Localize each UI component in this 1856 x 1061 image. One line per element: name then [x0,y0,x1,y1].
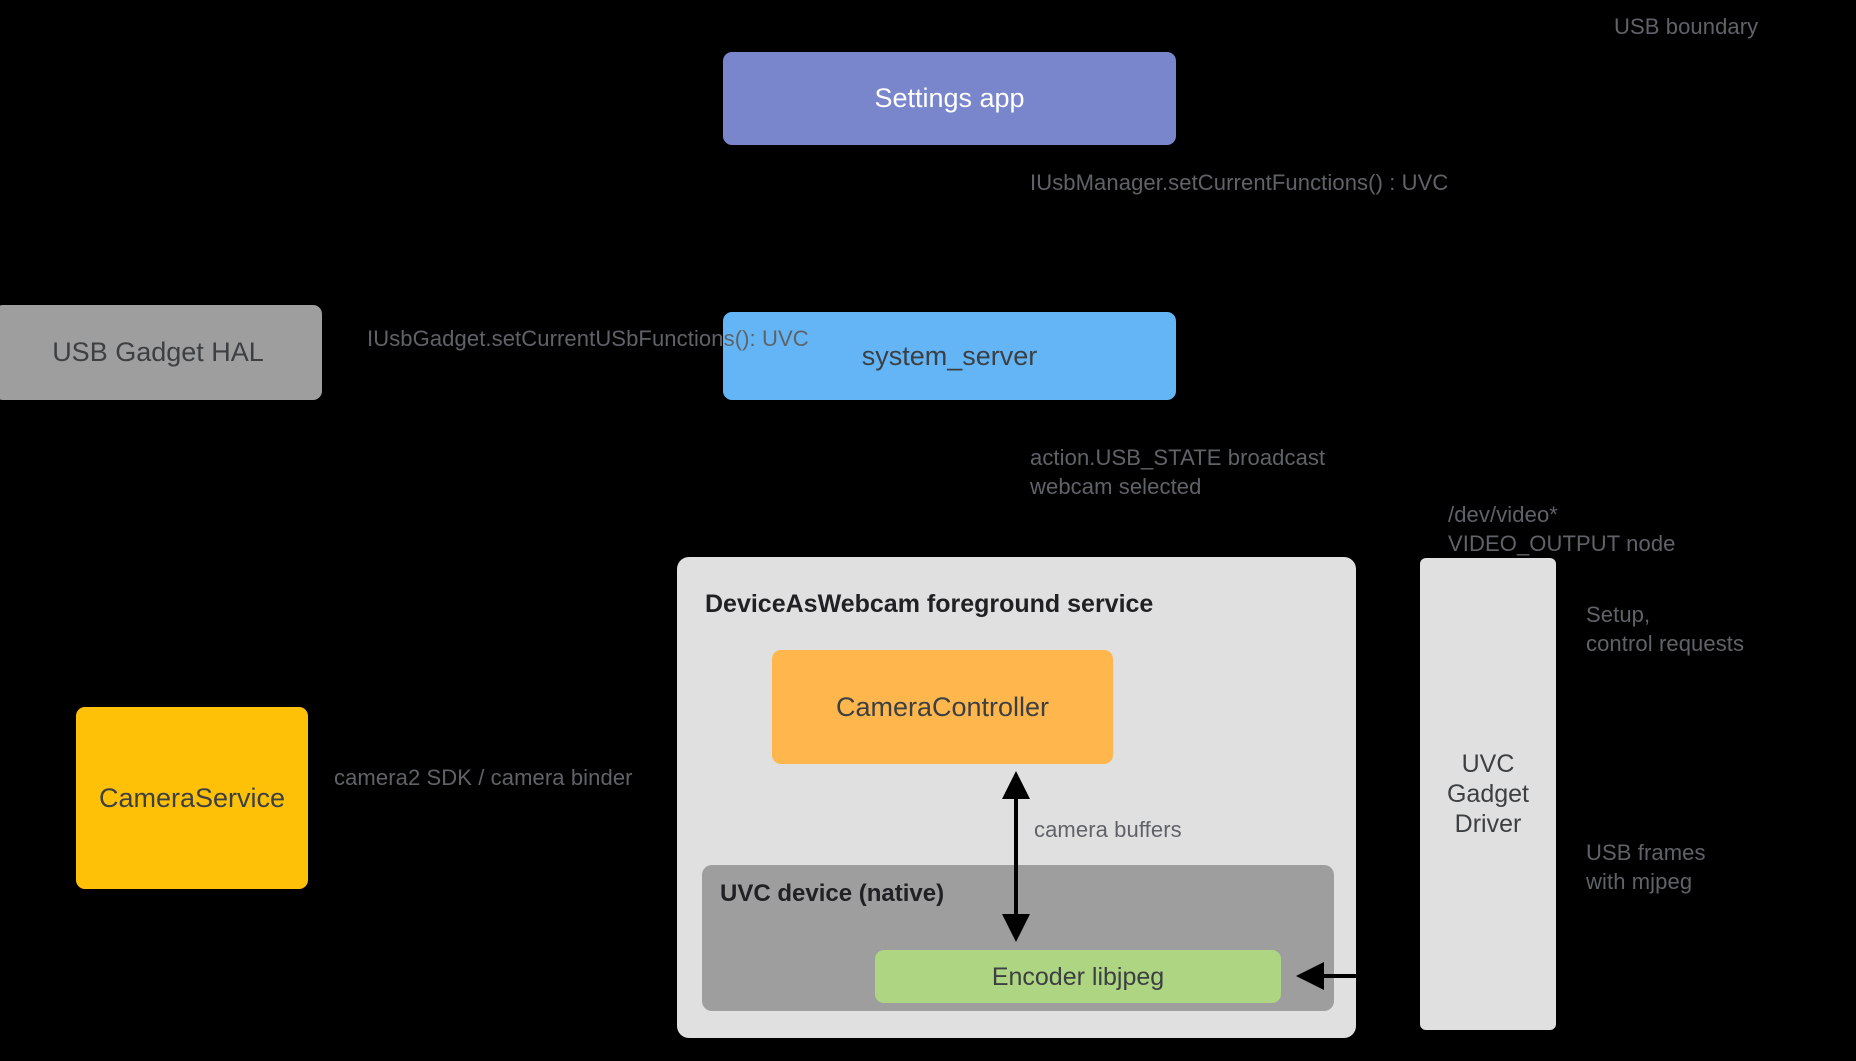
node-encoder-libjpeg: Encoder libjpeg [875,950,1281,1003]
container-deviceaswebcam-title: DeviceAsWebcam foreground service [705,590,1154,618]
annotation-dev-video-node: /dev/video* VIDEO_OUTPUT node [1448,502,1676,557]
annotation-iusbgadget-call: IUsbGadget.setCurrentUSbFunctions(): UVC [367,326,809,351]
node-settings-app-label: Settings app [874,83,1025,114]
annotation-usb-state-broadcast: action.USB_STATE broadcast webcam select… [1030,445,1326,500]
annotation-camera2-binder: camera2 SDK / camera binder [334,765,633,790]
node-settings-app: Settings app [723,52,1176,145]
node-encoder-libjpeg-label: Encoder libjpeg [991,962,1165,991]
node-camera-controller: CameraController [772,650,1113,764]
node-uvc-gadget-driver: UVC Gadget Driver [1420,558,1556,1030]
annotation-usb-boundary: USB boundary [1614,14,1759,39]
annotation-camera-buffers: camera buffers [1034,817,1182,842]
node-camera-controller-label: CameraController [835,691,1050,722]
node-usb-gadget-hal-label: USB Gadget HAL [52,337,264,368]
node-system-server-label: system_server [861,340,1038,371]
annotation-iusbmanager-call: IUsbManager.setCurrentFunctions() : UVC [1030,170,1449,195]
annotation-usb-frames-mjpeg: USB frames with mjpeg [1586,840,1706,895]
node-usb-gadget-hal: USB Gadget HAL [0,305,322,400]
container-uvc-device-native-title: UVC device (native) [720,880,945,907]
node-system-server: system_server [723,312,1176,400]
node-camera-service: CameraService [76,707,308,889]
annotation-setup-control-requests: Setup, control requests [1586,602,1745,657]
node-uvc-gadget-driver-label: UVC Gadget Driver [1446,750,1529,838]
node-camera-service-label: CameraService [98,782,286,813]
